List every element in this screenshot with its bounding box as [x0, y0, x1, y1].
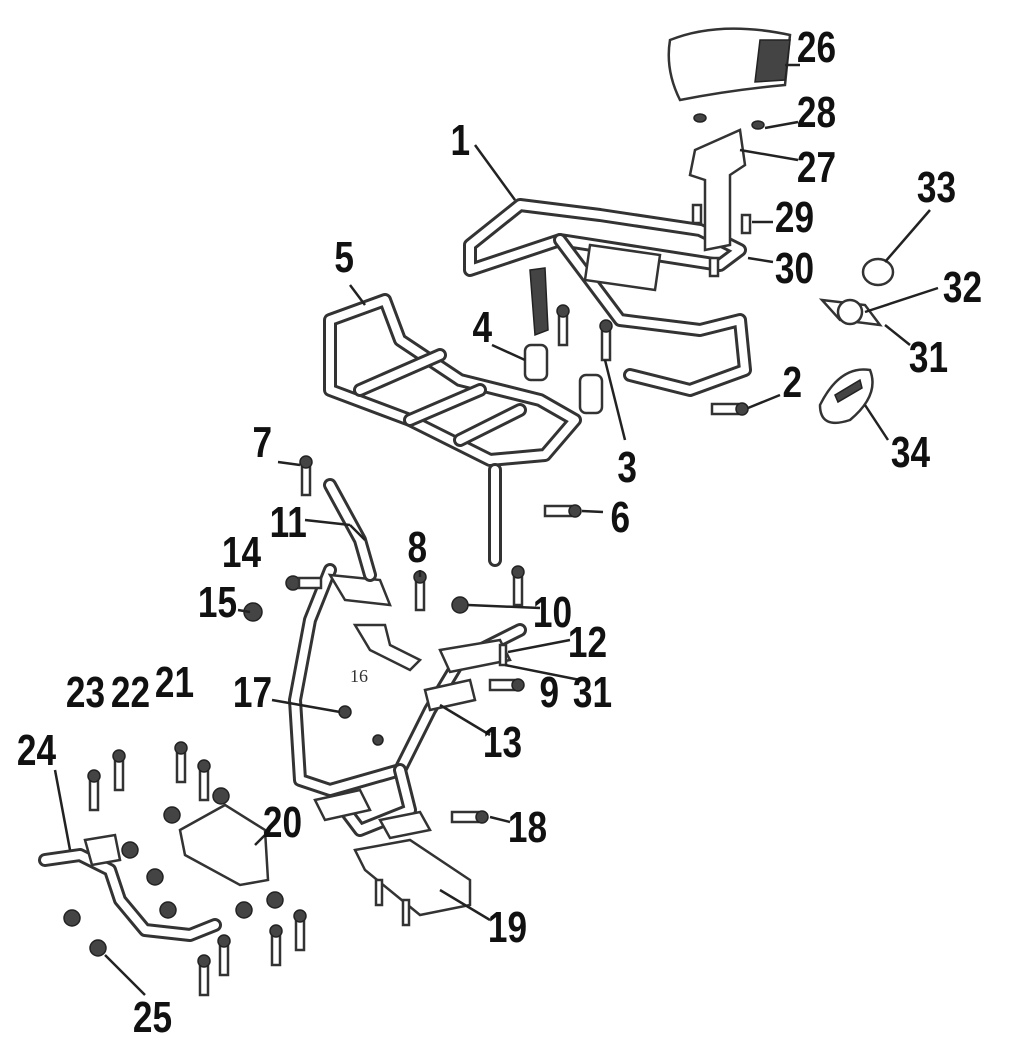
part-11-bracket — [323, 478, 377, 582]
callout-21: 21 — [155, 658, 194, 707]
part-2-bolt — [710, 402, 749, 416]
callout-19: 19 — [488, 903, 527, 952]
callout-12: 12 — [568, 618, 607, 667]
callout-2: 2 — [782, 358, 802, 407]
callout-6: 6 — [610, 493, 630, 542]
callout-34: 34 — [891, 428, 930, 477]
part-27-backrest-bracket — [688, 113, 765, 278]
part-4-spacer — [523, 343, 604, 415]
part-7-bolt — [299, 455, 313, 497]
callout-24: 24 — [17, 726, 56, 775]
callout-15: 15 — [198, 578, 237, 627]
callout-33: 33 — [917, 163, 956, 212]
callout-23: 23 — [66, 668, 105, 717]
part-32-plate — [818, 298, 883, 327]
callout-28: 28 — [797, 88, 836, 137]
callout-3: 3 — [617, 443, 637, 492]
part-6-bolt — [543, 504, 582, 518]
callout-30: 30 — [775, 244, 814, 293]
callout-11: 11 — [270, 498, 307, 547]
callout-8: 8 — [407, 523, 427, 572]
callout-13: 13 — [483, 718, 522, 767]
callout-4: 4 — [472, 303, 492, 352]
part-26-backrest — [667, 27, 792, 102]
callout-32: 32 — [943, 263, 982, 312]
part-19-skid-plate — [353, 838, 472, 927]
fasteners-21-25 — [63, 741, 307, 997]
callout-labels: 1 26 28 27 29 30 33 32 31 2 34 3 4 5 6 7… — [17, 23, 982, 1042]
callout-16: 16 — [350, 666, 368, 686]
callout-17: 17 — [233, 668, 272, 717]
callout-27: 27 — [797, 143, 836, 192]
part-24-tube — [38, 833, 222, 942]
part-12-washer — [498, 643, 508, 667]
callout-18: 18 — [508, 803, 547, 852]
leader-lines — [53, 63, 939, 996]
part-10-washer — [451, 565, 525, 614]
part-34-reflector — [818, 368, 874, 425]
part-1-rear-rack — [463, 198, 752, 397]
callout-22: 22 — [111, 668, 150, 717]
part-33-cap — [861, 257, 895, 287]
callout-10: 10 — [533, 588, 572, 637]
callout-14: 14 — [222, 528, 261, 577]
callout-7: 7 — [252, 418, 272, 467]
part-20-plate — [178, 803, 270, 887]
part-5-front-rack — [323, 293, 582, 567]
part-13-front-frame — [288, 563, 527, 840]
callout-25: 25 — [133, 993, 172, 1042]
callout-29: 29 — [775, 193, 814, 242]
callout-1: 1 — [450, 116, 470, 165]
callout-5: 5 — [334, 233, 354, 282]
callout-20: 20 — [263, 798, 302, 847]
part-18-bolt — [450, 810, 489, 824]
callout-31: 31 — [909, 333, 948, 382]
callout-26: 26 — [797, 23, 836, 72]
callout-9: 9 — [539, 668, 559, 717]
part-9-bolt — [488, 678, 525, 692]
part-3-bolt — [556, 304, 613, 362]
callout-31-lower: 31 — [573, 668, 612, 717]
part-16-bracket — [352, 623, 423, 672]
part-14-bolt — [285, 575, 323, 591]
